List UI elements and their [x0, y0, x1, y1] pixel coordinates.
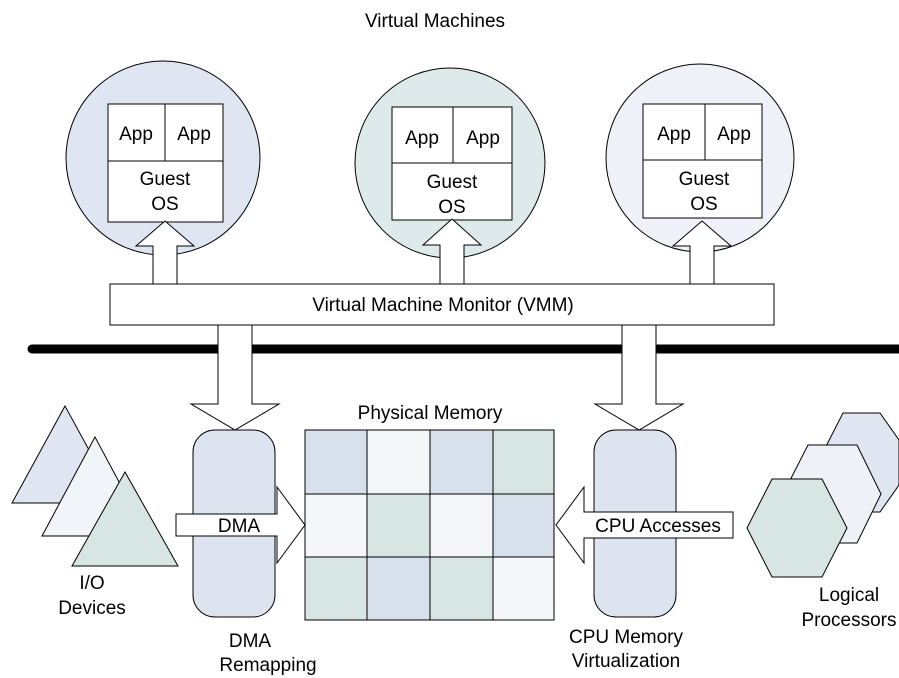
memory-cell: [304, 556, 368, 621]
physical-memory-grid: [304, 429, 555, 621]
io-devices-group: [11, 404, 179, 567]
memory-cell: [492, 556, 555, 621]
dma-remapping-label: DMA: [229, 631, 272, 652]
app-label: App: [119, 124, 153, 145]
app-label: App: [717, 124, 751, 145]
logical-processors-label: Logical: [819, 585, 879, 606]
dma-arrow-label: DMA: [218, 516, 261, 537]
up-arrow-icon: [671, 220, 733, 285]
guest-os-label: Guest: [140, 169, 191, 190]
memory-cell: [492, 429, 555, 495]
memory-cell: [366, 556, 431, 621]
diagram-title: Virtual Machines: [365, 11, 505, 32]
down-arrow-icon: [189, 324, 281, 431]
io-devices-label: I/O: [79, 573, 104, 594]
memory-cell: [492, 493, 555, 558]
app-label: App: [177, 124, 211, 145]
virtual-machine-3: App App Guest OS: [605, 63, 795, 253]
app-label: App: [405, 128, 439, 149]
guest-os-label: Guest: [679, 169, 730, 190]
processor-hexagon-icon: [746, 478, 848, 578]
cpu-accesses-label: CPU Accesses: [595, 516, 721, 537]
cpu-memory-label: Virtualization: [572, 651, 680, 672]
vmm-label: Virtual Machine Monitor (VMM): [312, 295, 574, 316]
vmm-box: [109, 283, 775, 326]
physical-memory-title: Physical Memory: [358, 403, 503, 424]
cpu-accesses-arrow-icon: [555, 485, 734, 565]
memory-cell: [429, 429, 494, 495]
memory-cell: [304, 493, 368, 558]
logical-processors-group: [746, 412, 899, 578]
memory-cell: [429, 493, 494, 558]
guest-os-label: Guest: [427, 172, 478, 193]
memory-cell: [366, 429, 431, 495]
cpu-memory-label: CPU Memory: [569, 627, 684, 648]
guest-os-label: OS: [690, 194, 717, 215]
guest-os-label: OS: [151, 194, 178, 215]
memory-cell: [429, 556, 494, 621]
up-arrow-icon: [421, 218, 483, 285]
dma-remapping-label: Remapping: [219, 655, 316, 676]
guest-os-label: OS: [438, 197, 465, 218]
vm-box: [642, 103, 763, 219]
up-arrow-icon: [134, 220, 196, 285]
app-label: App: [657, 124, 691, 145]
memory-cell: [366, 493, 431, 558]
down-arrow-icon: [593, 324, 685, 431]
dma-arrow-icon: [175, 485, 306, 565]
memory-cell: [304, 429, 368, 495]
virtual-machine-1: App App Guest OS: [65, 60, 261, 256]
virtual-machine-2: App App Guest OS: [354, 67, 546, 259]
logical-processors-label: Processors: [801, 610, 896, 631]
io-devices-label: Devices: [58, 598, 126, 619]
io-device-triangle-icon: [71, 470, 179, 567]
app-label: App: [466, 128, 500, 149]
